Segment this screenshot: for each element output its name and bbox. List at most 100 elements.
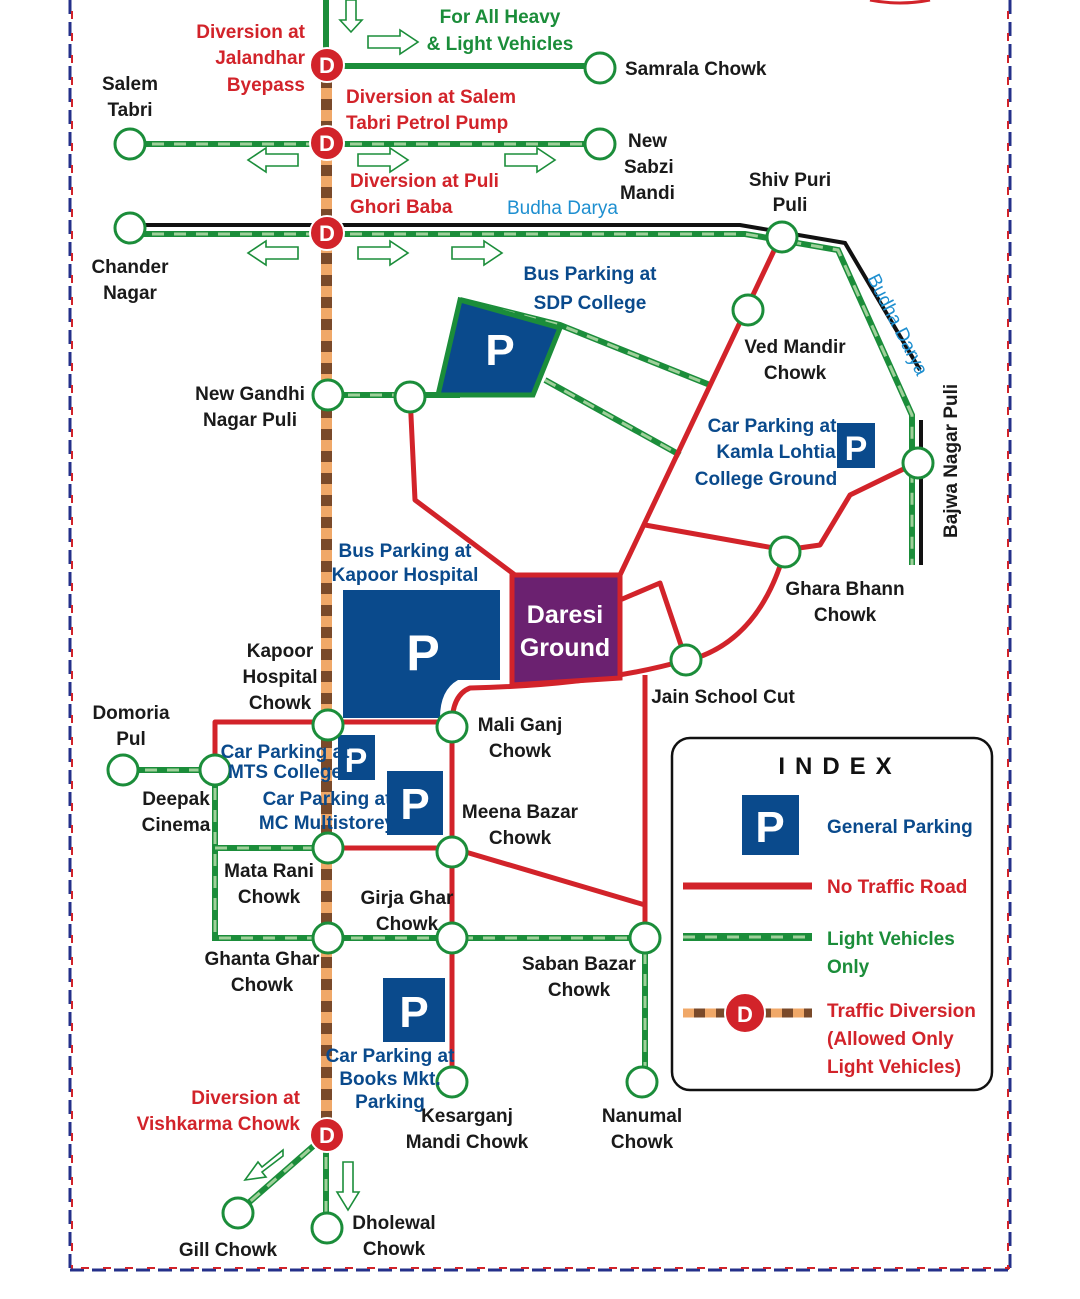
node-domoria (106, 753, 140, 787)
parking-books-label-2: Books Mkt. (339, 1069, 440, 1090)
diversion-vishkarma-1: Diversion at (191, 1088, 300, 1109)
parking-kapoor-letter: P (406, 625, 439, 681)
label-saban-2: Chowk (548, 980, 611, 1001)
node-maliganj (435, 710, 469, 744)
arrow-left-icon (246, 146, 299, 174)
daresi-ground: Daresi Ground (509, 572, 623, 688)
arrow-right-icon (367, 28, 420, 56)
node-gill (221, 1196, 255, 1230)
parking-kapoor-label-2: Kapoor Hospital (332, 565, 479, 586)
arrow-right-icon (504, 146, 557, 174)
parking-sdp-label-2: SDP College (534, 293, 647, 314)
daresi-label-2: Ground (520, 634, 610, 662)
diversion-jalandhar-1: Diversion at (196, 22, 305, 43)
node-sabzi (583, 127, 617, 161)
parking-sdp-label-1: Bus Parking at (523, 264, 657, 285)
label-newgandhi-2: Nagar Puli (203, 410, 297, 431)
node-bajwa (901, 446, 935, 480)
parking-books-letter: P (399, 988, 428, 1037)
label-ghanta-1: Ghanta Ghar (204, 949, 320, 970)
map-labels: For All Heavy & Light Vehicles Diversion… (91, 7, 962, 1261)
diversion-letter: D (319, 131, 335, 156)
node-ghanta (311, 921, 345, 955)
parking-kamla-label-3: College Ground (695, 469, 838, 490)
node-girja (435, 921, 469, 955)
label-jain: Jain School Cut (651, 687, 795, 708)
no-traffic-roads (212, 236, 920, 1080)
label-kesarganj-1: Kesarganj (421, 1106, 513, 1127)
diversion-letter: D (319, 53, 335, 78)
parking-sdp: P (434, 296, 564, 398)
label-girja-2: Chowk (376, 914, 439, 935)
label-kapoor-2: Hospital (243, 667, 318, 688)
diversion-jalandhar-2: Jalandhar (215, 48, 305, 69)
node-chander (113, 211, 147, 245)
legend-no-traffic: No Traffic Road (827, 877, 967, 898)
node-samrala (583, 51, 617, 85)
heavy-note-1: For All Heavy (440, 7, 561, 28)
diversion-vishkarma-2: Vishkarma Chowk (137, 1114, 301, 1135)
label-matarani-1: Mata Rani (224, 861, 314, 882)
arrow-down-icon (338, 0, 364, 34)
node-newgandhi (311, 378, 345, 412)
parking-kamla-label-2: Kamla Lohtia (716, 442, 836, 463)
parking-books: P (383, 978, 445, 1042)
daresi-label-1: Daresi (527, 601, 603, 629)
parking-mts-letter: P (345, 742, 368, 780)
legend-light-1: Light Vehicles (827, 929, 955, 950)
direction-arrows (243, 0, 557, 1212)
arrow-right-icon (357, 146, 410, 174)
legend-diversion-letter: D (737, 1002, 753, 1027)
node-sdp-link (393, 380, 427, 414)
map-frame (68, 0, 1012, 1272)
diversion-marker-puli (309, 215, 345, 251)
label-shivpuri-2: Puli (773, 195, 808, 216)
legend-general-parking: General Parking (827, 817, 973, 838)
diversion-letter: D (319, 221, 335, 246)
diversion-marker-salem (309, 125, 345, 161)
label-domoria-2: Pul (116, 729, 146, 750)
node-kesarganj (435, 1065, 469, 1099)
legend-diversion-marker (724, 992, 766, 1034)
diversion-letter: D (319, 1123, 335, 1148)
node-kapoor (311, 708, 345, 742)
label-sabzi-2: Sabzi (624, 157, 674, 178)
junction-nodes (106, 51, 935, 1245)
node-dholewal (310, 1211, 344, 1245)
legend-parking-letter: P (755, 803, 784, 852)
legend-diversion-2: (Allowed Only (827, 1029, 954, 1050)
label-vedmandir-1: Ved Mandir (744, 337, 846, 358)
node-deepak (198, 753, 232, 787)
parking-mts: P (338, 735, 375, 780)
label-sabzi-3: Mandi (620, 183, 675, 204)
parking-kamla: P (837, 423, 875, 468)
arrow-down-icon (335, 1161, 361, 1212)
node-saban (628, 921, 662, 955)
heavy-note-2: & Light Vehicles (427, 34, 574, 55)
parking-mts-label-2: MTS College (228, 762, 342, 783)
label-shivpuri-1: Shiv Puri (749, 170, 831, 191)
node-salem (113, 127, 147, 161)
parking-kamla-letter: P (845, 430, 868, 468)
diversion-marker-vishkarma (309, 1117, 345, 1153)
legend-index: INDEX P General Parking No Traffic Road … (670, 736, 994, 1092)
label-vedmandir-2: Chowk (764, 363, 827, 384)
river-label-horizontal: Budha Darya (507, 198, 618, 219)
label-chander-2: Nagar (103, 283, 157, 304)
label-ghanta-2: Chowk (231, 975, 294, 996)
node-nanumal (625, 1065, 659, 1099)
diversion-road (321, 78, 332, 1128)
parking-mc-label-1: Car Parking at (263, 789, 392, 810)
legend-parking-swatch (742, 795, 799, 855)
parking-mc-letter: P (400, 780, 429, 829)
label-salem-2: Tabri (107, 100, 152, 121)
arrow-right-icon (357, 239, 410, 267)
parking-mc-label-2: MC Multistorey (259, 813, 396, 834)
parking-books-label-3: Parking (355, 1092, 425, 1113)
label-maliganj-2: Chowk (489, 741, 552, 762)
label-salem-1: Salem (102, 74, 158, 95)
label-saban-1: Saban Bazar (522, 954, 637, 975)
label-dholewal-1: Dholewal (352, 1213, 435, 1234)
label-girja-1: Girja Ghar (361, 888, 455, 909)
